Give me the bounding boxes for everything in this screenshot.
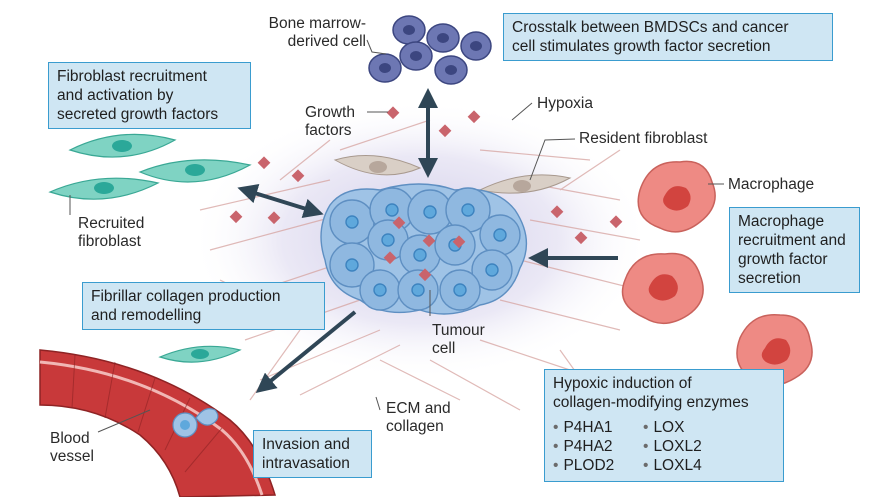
collagen-production-box: Fibrillar collagen production and remode… (82, 282, 325, 330)
enzyme-item: •LOXL4 (643, 457, 702, 474)
macrophage-recruitment-box: Macrophage recruitment and growth factor… (729, 207, 860, 293)
fibroblast-recruitment-box: Fibroblast recruitment and activation by… (48, 62, 251, 129)
bone-marrow-label: Bone marrow-derived cell (268, 15, 366, 50)
hypoxia-label: Hypoxia (537, 95, 593, 112)
leader-lines (69, 39, 724, 433)
macrophage-label: Macrophage (728, 176, 815, 193)
arrows (237, 88, 618, 394)
enzyme-list-left: •P4HA1 •P4HA2 •PLOD2 (553, 418, 614, 475)
tumour-mass (320, 183, 528, 315)
resident-fibroblast-label: Resident fibroblast (579, 130, 708, 147)
resident-fibroblasts (333, 155, 572, 194)
blood-vessel (39, 349, 277, 497)
enzyme-item: •P4HA2 (553, 438, 613, 455)
enzyme-item: •LOXL2 (643, 438, 702, 455)
enzyme-item: •P4HA1 (553, 419, 613, 436)
crosstalk-box: Crosstalk between BMDSCs and cancer cell… (503, 13, 833, 61)
hypoxic-induction-box: Hypoxic induction of collagen-modifying … (544, 369, 784, 482)
enzyme-list-right: •LOX •LOXL2 •LOXL4 (643, 418, 702, 475)
enzyme-item: •PLOD2 (553, 457, 615, 474)
invasion-box: Invasion and intravasation (253, 430, 372, 478)
enzyme-item: •LOX (643, 419, 685, 436)
